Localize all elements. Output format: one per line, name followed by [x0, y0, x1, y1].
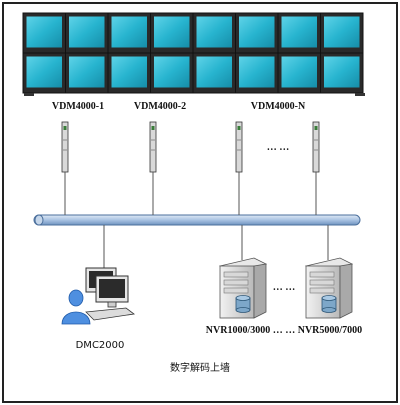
wall-screen: [277, 52, 321, 94]
wall-foot-left: [24, 93, 34, 96]
wall-screen: [150, 12, 194, 54]
wall-screen: [192, 12, 236, 54]
wall-screen: [277, 12, 321, 54]
wall-screen: [22, 52, 66, 94]
network-bus: [33, 214, 361, 226]
nvr-server-icon: [304, 257, 354, 319]
wall-screen: [320, 12, 364, 54]
vdm2-label: VDM4000-2: [134, 101, 186, 112]
wall-screen: [65, 52, 109, 94]
device-links: [103, 225, 329, 275]
nvr-servers: [218, 257, 354, 319]
wall-screen: [235, 12, 279, 54]
decoder-unit-icon: [235, 121, 243, 173]
dmc-workstation-icon: [61, 267, 136, 325]
wall-screen: [107, 12, 151, 54]
wall-screen: [22, 12, 66, 54]
wall-screen: [150, 52, 194, 94]
nvr-server-icon: [218, 257, 268, 319]
vdmn-label: VDM4000-N: [251, 101, 306, 112]
video-wall: [22, 12, 365, 96]
wall-screen: [107, 52, 151, 94]
nvr-label: NVR1000/3000 … … NVR5000/7000: [206, 325, 362, 336]
decoder-links: [64, 172, 317, 215]
wall-screen: [65, 12, 109, 54]
decoder-dots: … …: [267, 142, 290, 153]
wall-screen: [320, 52, 364, 94]
dmc-label: DMC2000: [76, 340, 125, 351]
vdm1-label: VDM4000-1: [52, 101, 104, 112]
decoder-unit-icon: [61, 121, 69, 173]
decoder-unit-icon: [149, 121, 157, 173]
nvr-dots: … …: [273, 282, 296, 293]
diagram-caption: 数字解码上墙: [170, 361, 230, 374]
decoder-unit-icon: [312, 121, 320, 173]
wall-foot-right: [355, 93, 365, 96]
wall-screen: [235, 52, 279, 94]
wall-screen: [192, 52, 236, 94]
